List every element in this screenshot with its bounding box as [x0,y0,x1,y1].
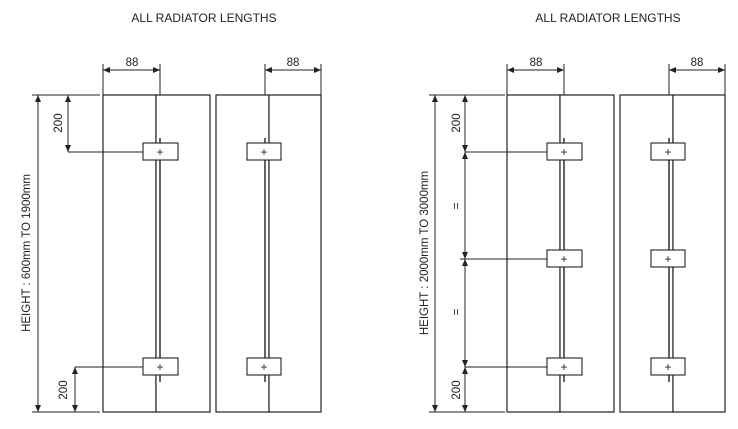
right-height-dimension: HEIGHT : 2000mm TO 3000mm [419,94,505,413]
right-top-dim-label: 200 [451,113,463,132]
right-width-dim-2-label: 88 [691,57,704,69]
left-bracket-bottom-1: + [142,357,179,376]
right-bracket-top-2: + [650,142,686,161]
left-diagram: ALL RADIATOR LENGTHS HEIGHT : 600mm TO 1… [21,11,322,413]
left-height-dimension: HEIGHT : 600mm TO 1900mm [21,94,100,413]
svg-text:+: + [664,360,671,374]
left-bracket-top-2: + [246,142,282,161]
right-width-dimension-1: 88 [506,57,565,95]
right-width-dim-1-label: 88 [530,57,543,69]
right-equal-1: = [449,202,463,209]
svg-text:+: + [560,145,567,159]
left-top-dim-label: 200 [53,113,65,132]
right-title: ALL RADIATOR LENGTHS [535,11,680,25]
left-top-200-dimension: 200 [53,95,71,152]
svg-text:+: + [156,145,163,159]
svg-text:+: + [260,145,267,159]
right-bracket-middle-1: + [546,249,583,268]
left-width-dim-2-label: 88 [287,57,300,69]
left-width-dim-1-label: 88 [126,57,139,69]
right-diagram: ALL RADIATOR LENGTHS HEIGHT : 2000mm TO … [419,11,726,413]
right-equal-2: = [449,308,463,315]
right-bracket-bottom-1: + [546,357,583,376]
left-width-dimension-2: 88 [264,57,322,95]
svg-text:+: + [560,252,567,266]
right-width-dimension-2: 88 [668,57,726,95]
right-bracket-middle-2: + [650,249,686,268]
left-bracket-top-1: + [142,142,179,161]
right-bottom-dim-label: 200 [451,380,463,399]
left-bottom-200-dimension: 200 [58,367,78,412]
left-title: ALL RADIATOR LENGTHS [131,11,276,25]
right-bracket-bottom-2: + [650,357,686,376]
svg-text:+: + [664,252,671,266]
right-height-label: HEIGHT : 2000mm TO 3000mm [419,171,431,335]
right-bracket-top-1: + [546,142,583,161]
left-bottom-dim-label: 200 [58,380,70,399]
svg-text:+: + [260,360,267,374]
svg-text:+: + [156,360,163,374]
left-bracket-bottom-2: + [246,357,282,376]
left-height-label: HEIGHT : 600mm TO 1900mm [21,174,33,332]
left-width-dimension-1: 88 [102,57,161,95]
right-chain-dimension: 200 = = 200 [449,95,468,412]
svg-text:+: + [664,145,671,159]
svg-text:+: + [560,360,567,374]
